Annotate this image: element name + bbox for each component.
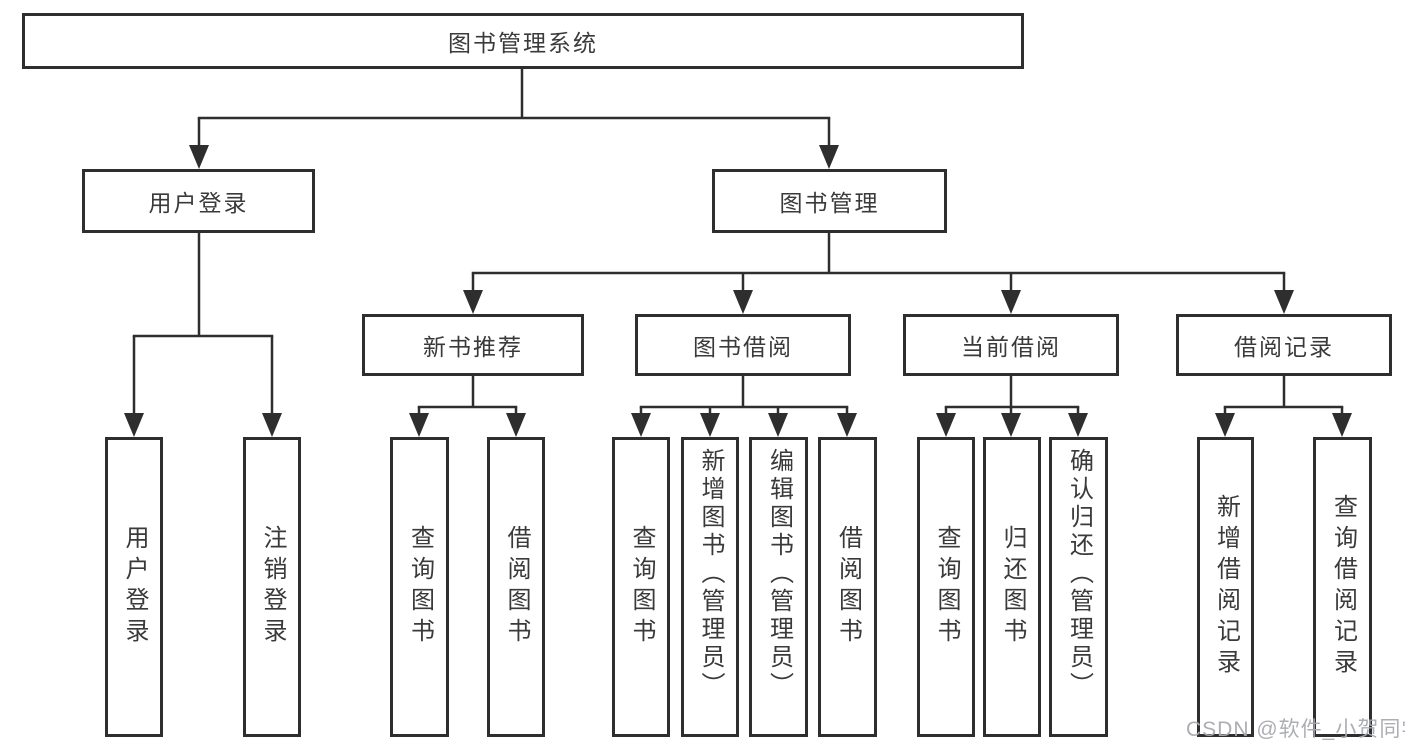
arrow-head bbox=[124, 413, 144, 437]
node-root: 图书管理系统 bbox=[22, 13, 1024, 69]
arrow-head bbox=[1332, 413, 1352, 437]
node-user-login: 用户登录 bbox=[82, 169, 315, 233]
arrow-head bbox=[1001, 290, 1021, 314]
node-new-book-recommend: 新书推荐 bbox=[362, 314, 584, 376]
node-book-management: 图书管理 bbox=[712, 169, 947, 233]
arrow-head bbox=[631, 413, 651, 437]
arrow-head bbox=[1274, 290, 1294, 314]
leaf-query-books-borrow: 查询图书 bbox=[612, 437, 670, 737]
arrow-head bbox=[189, 145, 209, 169]
arrow-head bbox=[1068, 413, 1088, 437]
watermark: CSDN @软件_小贺同学 bbox=[1186, 718, 1405, 741]
node-book-borrow: 图书借阅 bbox=[635, 314, 851, 376]
arrow-head bbox=[1215, 413, 1235, 437]
leaf-query-books-recommend: 查询图书 bbox=[390, 437, 449, 737]
leaf-borrow-books: 借阅图书 bbox=[818, 437, 877, 737]
leaf-borrow-books-recommend: 借阅图书 bbox=[487, 437, 545, 737]
arrow-head bbox=[262, 413, 282, 437]
leaf-return-books: 归还图书 bbox=[983, 437, 1041, 737]
arrow-head bbox=[819, 145, 839, 169]
leaf-edit-book-admin: 编辑图书（管理员） bbox=[749, 437, 808, 737]
leaf-add-borrow-record: 新增借阅记录 bbox=[1197, 437, 1254, 737]
arrow-head bbox=[733, 290, 753, 314]
arrow-head bbox=[837, 413, 857, 437]
arrow-head bbox=[768, 413, 788, 437]
arrow-head bbox=[936, 413, 956, 437]
leaf-logout: 注销登录 bbox=[243, 437, 301, 737]
node-current-borrow: 当前借阅 bbox=[903, 314, 1119, 376]
leaf-add-book-admin: 新增图书（管理员） bbox=[681, 437, 739, 737]
leaf-query-borrow-record: 查询借阅记录 bbox=[1313, 437, 1372, 737]
arrow-head bbox=[700, 413, 720, 437]
arrow-head bbox=[506, 413, 526, 437]
arrow-head bbox=[1001, 413, 1021, 437]
arrow-head bbox=[463, 290, 483, 314]
arrow-head bbox=[409, 413, 429, 437]
leaf-query-books-current: 查询图书 bbox=[917, 437, 975, 737]
leaf-user-login: 用户登录 bbox=[105, 437, 163, 737]
node-borrow-records: 借阅记录 bbox=[1176, 314, 1392, 376]
leaf-confirm-return-admin: 确认归还（管理员） bbox=[1049, 437, 1108, 737]
